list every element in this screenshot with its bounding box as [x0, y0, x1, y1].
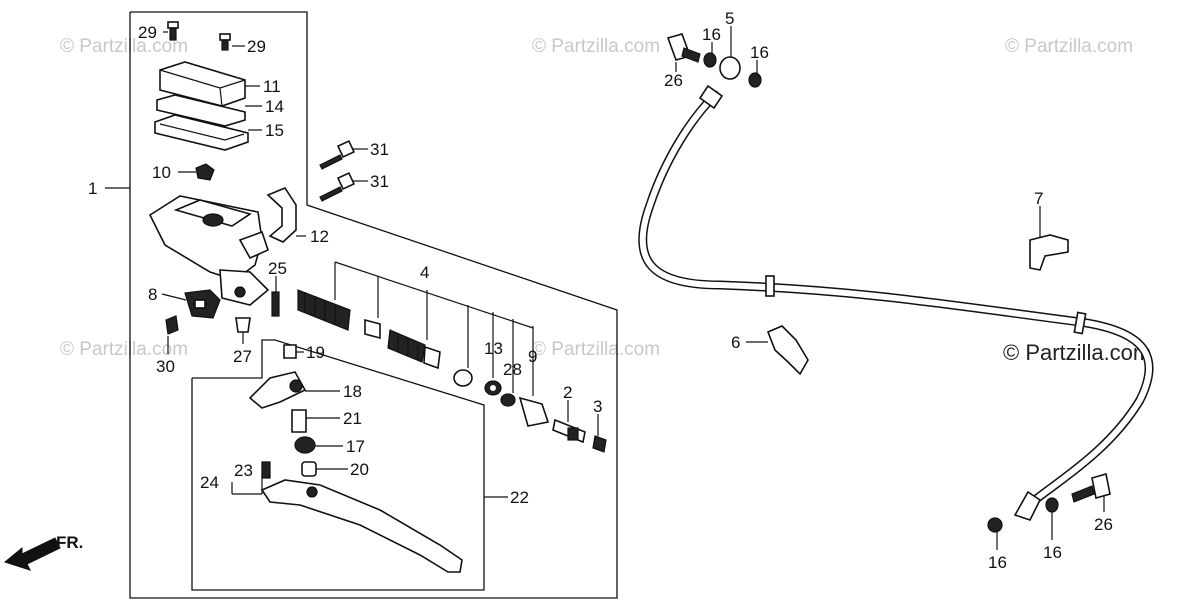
- callout-21: 21: [343, 409, 362, 428]
- callout-1: 1: [88, 179, 97, 198]
- screw-icon: [271, 291, 280, 317]
- callout-29: 29: [138, 23, 157, 42]
- screw-icon: [219, 33, 231, 51]
- watermark: © Partzilla.com: [532, 339, 660, 360]
- reservoir-cap-icon: [159, 61, 246, 107]
- bleeder-icon: [552, 418, 586, 444]
- master-cylinder-body: [148, 195, 270, 306]
- bolt-icon: [291, 409, 307, 433]
- assembly-frames: [129, 11, 618, 599]
- clutch-lever-icon: [260, 479, 463, 573]
- bolt-icon: [283, 344, 297, 359]
- watermark: © Partzilla.com: [60, 36, 188, 57]
- boot-icon: [235, 317, 251, 333]
- holder-clamp-icon: [266, 187, 297, 243]
- callout-labels: 29 29 11 14 15 10 1 12 31 31 8 25 30 27 …: [88, 9, 1113, 572]
- hose-clamp-icon: [766, 325, 809, 376]
- callout-3: 3: [593, 397, 602, 416]
- direction-arrow: FR.: [3, 533, 83, 571]
- banjo-bolt-icon: [666, 33, 701, 63]
- callout-30: 30: [156, 357, 175, 376]
- collar-icon: [301, 461, 317, 477]
- callout-11: 11: [263, 77, 281, 96]
- callout-2: 2: [563, 383, 572, 402]
- callout-25: 25: [268, 259, 287, 278]
- callout-20: 20: [350, 460, 369, 479]
- piston-assembly: [297, 289, 550, 427]
- cap-plate-icon: [156, 94, 246, 127]
- nut-icon: [294, 436, 316, 454]
- watermarks: © Partzilla.com © Partzilla.com © Partzi…: [60, 36, 1151, 365]
- screw-icon: [167, 21, 179, 41]
- arrow-left-icon: [3, 537, 61, 571]
- diaphragm-icon: [154, 114, 249, 151]
- callout-24: 24: [200, 473, 219, 492]
- callout-15: 15: [265, 121, 284, 140]
- callout-16: 16: [702, 25, 721, 44]
- bleeder-cap-icon: [592, 435, 607, 453]
- callout-16: 16: [750, 43, 769, 62]
- callout-7: 7: [1034, 189, 1043, 208]
- hose-guide-icon: [1029, 234, 1069, 271]
- screw-icon: [165, 315, 179, 335]
- lever-group: [248, 344, 463, 573]
- callout-22: 22: [510, 488, 529, 507]
- callout-14: 14: [265, 97, 284, 116]
- callout-18: 18: [343, 382, 362, 401]
- washer-icon: [987, 517, 1003, 533]
- callout-27: 27: [233, 347, 252, 366]
- washer-icon: [1045, 497, 1059, 513]
- bolt-icon: [319, 171, 356, 202]
- callout-12: 12: [310, 227, 329, 246]
- washer-icon: [748, 72, 762, 88]
- bolt-icon: [319, 139, 356, 170]
- reservoir-cap-group: [154, 21, 249, 181]
- clutch-hose: [638, 84, 1154, 521]
- banjo-bolt-icon: [1071, 472, 1111, 503]
- callout-31: 31: [370, 172, 389, 191]
- callout-29: 29: [247, 37, 266, 56]
- callout-4: 4: [420, 263, 429, 282]
- callout-10: 10: [152, 163, 171, 182]
- callout-26: 26: [664, 71, 683, 90]
- callout-31: 31: [370, 140, 389, 159]
- switch-icon: [184, 289, 221, 319]
- callout-6: 6: [731, 333, 740, 352]
- washer-icon: [703, 52, 717, 68]
- clip-icon: [195, 163, 215, 181]
- callout-28: 28: [503, 360, 522, 379]
- callout-bracket: [334, 261, 534, 396]
- callout-23: 23: [234, 461, 253, 480]
- callout-19: 19: [306, 343, 325, 362]
- callout-5: 5: [725, 9, 734, 28]
- leader-lines: [105, 26, 1105, 550]
- watermark: © Partzilla.com: [1005, 36, 1133, 57]
- watermark: © Partzilla.com: [60, 339, 188, 360]
- banjo-icon: [719, 56, 741, 80]
- watermark-dark: © Partzilla.com: [1003, 340, 1151, 365]
- direction-label: FR.: [56, 533, 83, 552]
- callout-26: 26: [1094, 515, 1113, 534]
- watermark: © Partzilla.com: [532, 36, 660, 57]
- callout-8: 8: [148, 285, 157, 304]
- pivot-icon: [248, 371, 307, 409]
- callout-16: 16: [988, 553, 1007, 572]
- callout-13: 13: [484, 339, 503, 358]
- callout-9: 9: [528, 347, 537, 366]
- callout-16: 16: [1043, 543, 1062, 562]
- callout-17: 17: [346, 437, 365, 456]
